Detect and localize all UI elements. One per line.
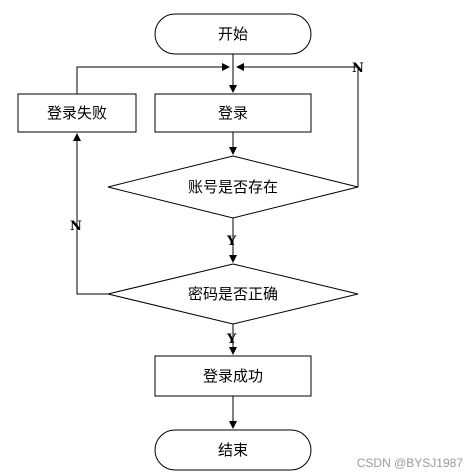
edge-password-no [73,133,108,295]
watermark: CSDN @BYSJ1987 [357,456,464,470]
login-success-node: 登录成功 [154,355,312,397]
login-fail-label: 登录失败 [47,104,107,122]
edge-fail-retry [76,63,230,94]
login-label: 登录 [218,104,248,122]
password-yes-label: Y [226,332,237,347]
account-yes-label: Y [226,234,237,249]
login-node: 登录 [154,93,312,133]
login-fail-node: 登录失败 [17,93,137,133]
end-label: 结束 [218,441,248,459]
edge-account-no [236,63,359,187]
account-no-label: N [352,61,364,76]
account-check-node: 账号是否存在 [107,155,359,219]
start-label: 开始 [218,25,248,43]
password-no-label: N [70,219,82,234]
login-success-label: 登录成功 [203,367,263,385]
start-node: 开始 [154,13,312,55]
end-node: 结束 [154,429,312,471]
password-check-node: 密码是否正确 [107,263,359,325]
password-check-label: 密码是否正确 [188,285,278,303]
account-check-label: 账号是否存在 [188,178,278,196]
